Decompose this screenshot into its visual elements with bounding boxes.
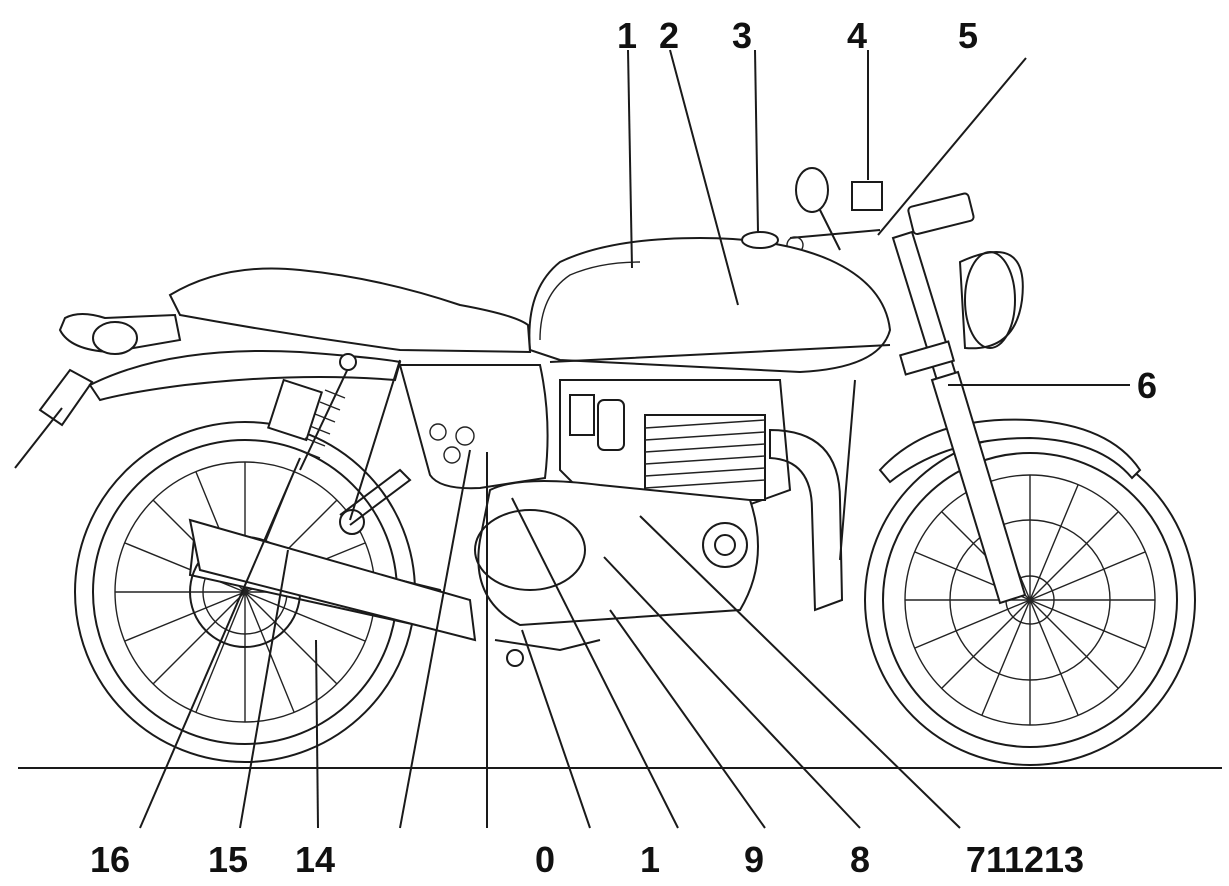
gear-lever-pivot [506, 649, 524, 667]
fuel-tank [528, 236, 892, 374]
seat [168, 267, 532, 354]
label-4-top: 4 [847, 15, 867, 56]
label-3-top: 3 [732, 15, 752, 56]
label-8-bottom: 8 [850, 839, 870, 880]
rear-wheel [74, 421, 416, 763]
label-711213-bottom: 711213 [966, 839, 1084, 880]
label-1-top: 1 [617, 15, 637, 56]
gear-lever [494, 639, 601, 652]
label-5-top: 5 [958, 15, 978, 56]
engine [474, 379, 792, 627]
handlebar [786, 167, 883, 254]
swingarm-pivot [339, 509, 365, 535]
rear-shock-absorber [266, 353, 357, 471]
instrument-pod [907, 192, 975, 235]
rear-number-plate [38, 368, 94, 427]
plate-bracket [14, 407, 63, 469]
label-6-right: 6 [1137, 365, 1157, 406]
exhaust-header [769, 428, 844, 612]
side-panel [398, 364, 549, 490]
frame-tube [349, 344, 891, 561]
label-2-top: 2 [659, 15, 679, 56]
front-wheel [864, 434, 1196, 766]
label-9-bottom: 9 [744, 839, 764, 880]
fuel-cap [741, 231, 779, 249]
label-14-bottom: 14 [295, 839, 335, 880]
front-fender [878, 418, 1142, 484]
panel-hole [429, 423, 447, 441]
panel-hole [443, 446, 461, 464]
rear-footpeg-hanger [339, 468, 412, 526]
label-15-bottom: 15 [208, 839, 248, 880]
label-1-bottom: 1 [640, 839, 660, 880]
headlight [958, 251, 1024, 350]
panel-hole [455, 426, 475, 446]
tank-badge-panel [539, 261, 641, 341]
tail-light [92, 321, 138, 355]
leader-lines [139, 49, 1130, 829]
label-16-bottom: 16 [90, 839, 130, 880]
label-0-bottom: 0 [535, 839, 555, 880]
front-fork [891, 230, 1027, 605]
